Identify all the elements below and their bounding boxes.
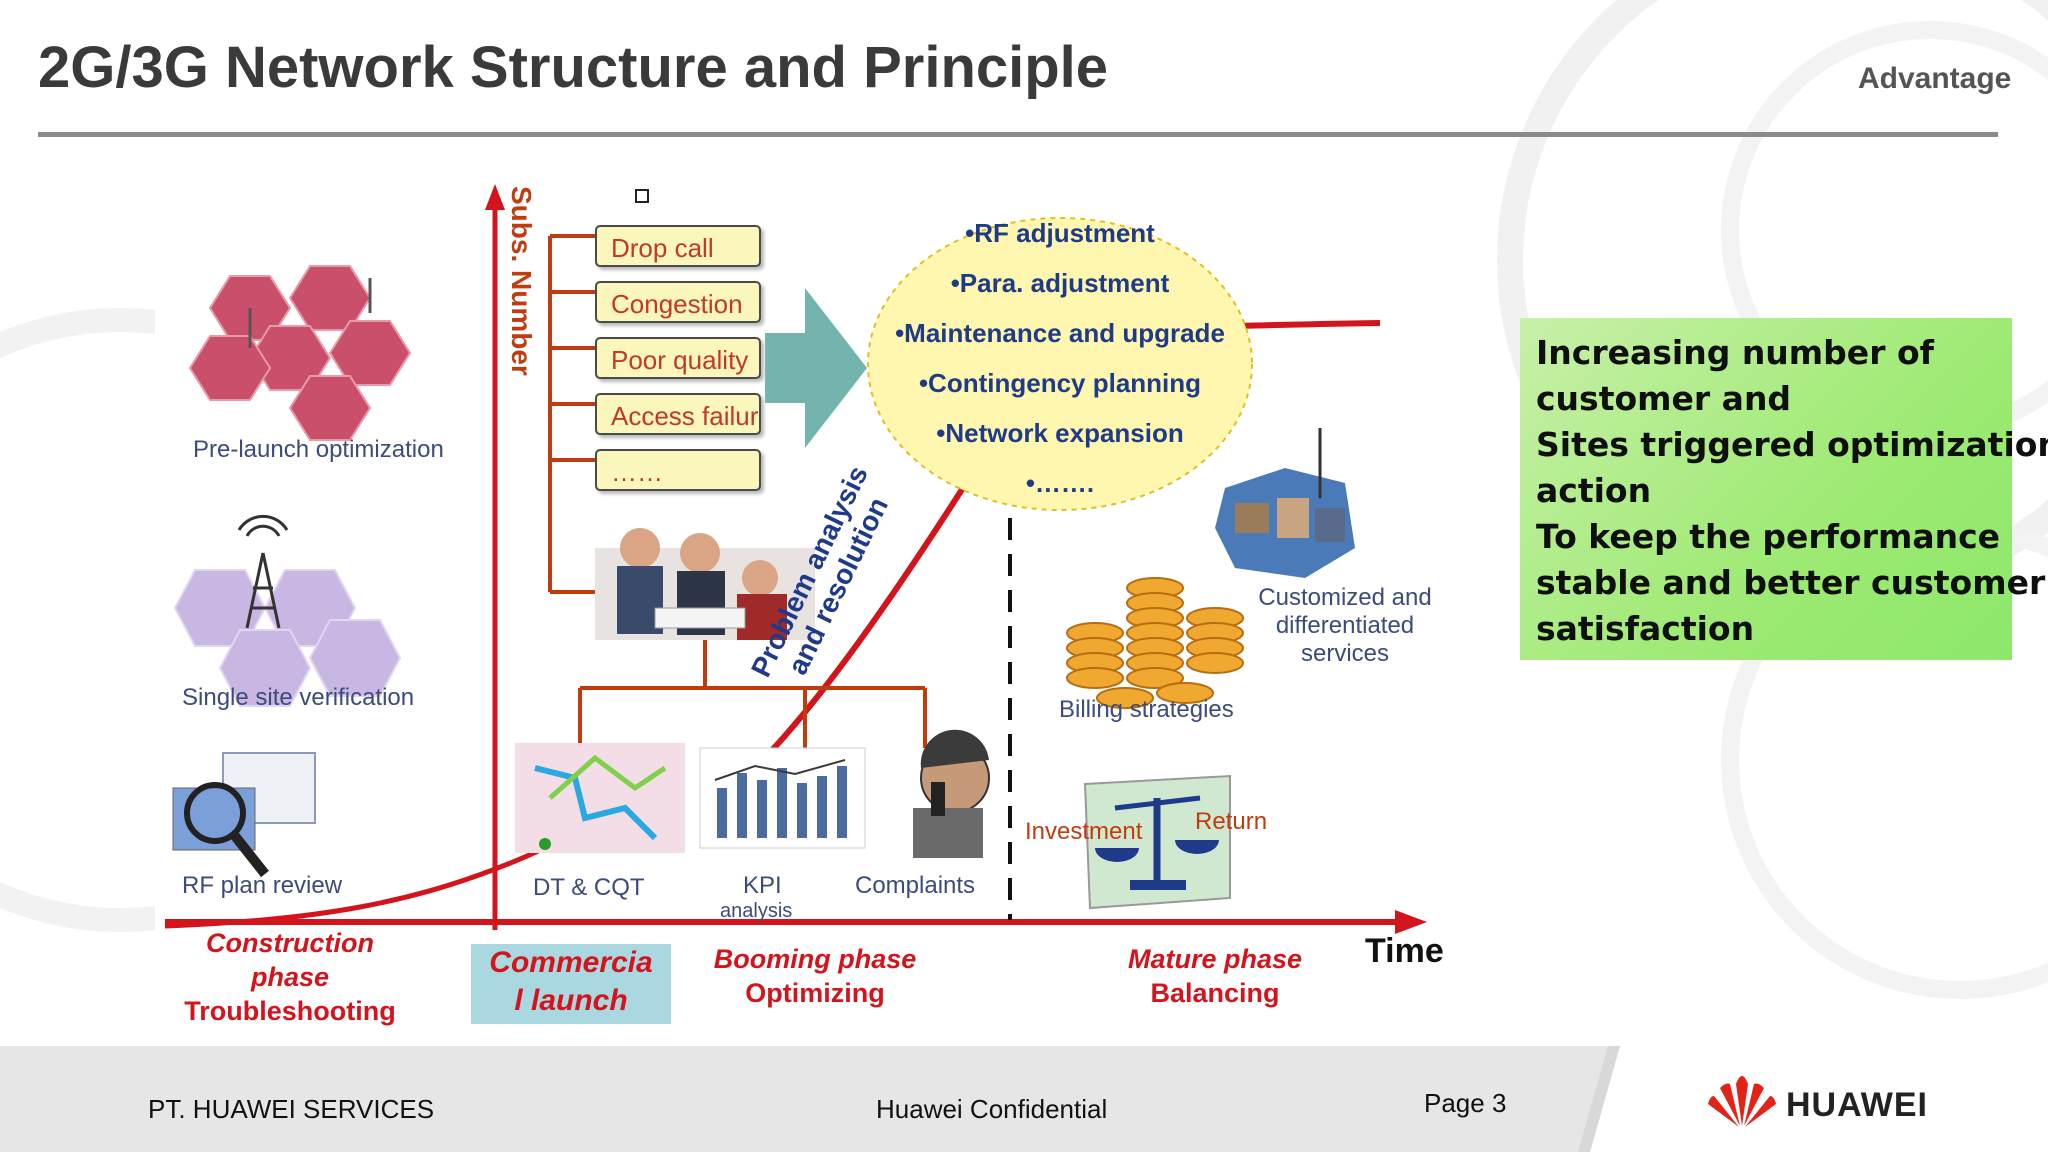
problem-box-more: …… — [595, 449, 761, 491]
problem-box-poor-quality: Poor quality — [595, 337, 761, 379]
solution-item: •……. — [1025, 468, 1095, 498]
advantage-line: stable and better customer — [1536, 563, 2046, 602]
advantage-line: customer and — [1536, 379, 1792, 418]
checkbox-icon — [635, 189, 649, 203]
billing-label: Billing strategies — [1059, 696, 1234, 723]
coins-stack-icon — [1066, 577, 1244, 709]
booming-phase-label: Booming phase Optimizing — [695, 942, 935, 1010]
footer-company: PT. HUAWEI SERVICES — [148, 1094, 435, 1124]
complaints-label: Complaints — [855, 872, 976, 899]
solutions-list: •RF adjustment •Para. adjustment •Mainte… — [868, 218, 1252, 508]
problem-bracket — [548, 234, 600, 594]
footer-bar: PT. HUAWEI SERVICES Huawei Confidential … — [0, 1046, 2048, 1152]
radio-tower-icon — [237, 514, 289, 629]
single-site-label: Single site verification — [182, 684, 415, 711]
solutions-oval — [867, 217, 1253, 511]
advantage-box: Increasing number of customer and Sites … — [1520, 318, 2048, 660]
optimization-diagram: Subs. Number Drop call Congestion Poor q… — [155, 168, 1495, 1028]
phone-person-icon — [913, 729, 990, 858]
section-label: Advantage — [1858, 62, 2012, 95]
phase-line: Construction — [206, 928, 374, 958]
problem-box-access-failure: Access failure — [595, 393, 761, 435]
huawei-brand-text: HUAWEI — [1786, 1086, 1928, 1124]
problem-box-congestion: Congestion — [595, 281, 761, 323]
customized-label-1: Customized and — [1258, 584, 1432, 611]
solution-item: •RF adjustment — [965, 218, 1155, 248]
diagram-graphics — [164, 184, 1427, 1024]
magnifier-icon — [184, 782, 246, 844]
advantage-line: action — [1536, 471, 1652, 510]
solution-item: •Network expansion — [936, 418, 1184, 448]
rf-plan-label: RF plan review — [182, 872, 343, 899]
kpi-label: KPI — [743, 872, 782, 899]
kpi-chart-icon — [699, 747, 866, 849]
huawei-logo-icon — [1708, 1076, 1776, 1127]
kpi-analysis-label: analysis — [720, 900, 793, 922]
footer-page-number: Page 3 — [1424, 1088, 1507, 1118]
phase-line: Mature phase — [1127, 944, 1303, 974]
y-axis-label: Subs. Number — [506, 186, 537, 376]
phase-line: Optimizing — [745, 978, 885, 1008]
return-label: Return — [1195, 808, 1268, 835]
balance-scale-icon — [1083, 774, 1231, 910]
footer-accent — [1578, 1046, 2048, 1152]
dt-cqt-label: DT & CQT — [533, 874, 645, 901]
single-site-hex-icon — [173, 569, 402, 707]
phase-line: phase — [250, 962, 330, 992]
title-divider — [38, 132, 1998, 137]
phase-line: Booming phase — [713, 944, 917, 974]
pre-launch-label: Pre-launch optimization — [193, 436, 444, 463]
advantage-line: Increasing number of — [1536, 333, 1934, 372]
services-collage-icon — [1215, 428, 1355, 578]
problem-box-drop-call: Drop call — [595, 225, 761, 267]
solution-item: •Maintenance and upgrade — [895, 318, 1225, 348]
advantage-line: satisfaction — [1536, 609, 1755, 648]
advantage-line: To keep the performance — [1536, 517, 2001, 556]
customized-label-3: services — [1300, 640, 1390, 667]
arrow-right-icon — [765, 288, 867, 448]
x-axis-label: Time — [1365, 932, 1444, 970]
phase-line: Troubleshooting — [184, 996, 396, 1026]
phase-line: Commercia — [489, 946, 653, 979]
construction-phase-label: Construction phase Troubleshooting — [165, 926, 415, 1028]
phase-line: Balancing — [1150, 978, 1280, 1008]
advantage-line: Sites triggered optimization — [1536, 425, 2048, 464]
drive-test-map-icon — [515, 743, 685, 853]
investment-label: Investment — [1025, 818, 1143, 845]
phase-line: l launch — [514, 984, 628, 1017]
commercial-launch-highlight — [471, 944, 671, 1024]
people-meeting-icon — [595, 528, 815, 640]
solution-item: •Para. adjustment — [950, 268, 1170, 298]
input-tree — [578, 640, 927, 748]
footer-confidential: Huawei Confidential — [876, 1094, 1108, 1124]
commercial-launch-label: Commercia l launch — [471, 944, 671, 1020]
hexagon-cluster-icon — [188, 265, 412, 441]
page-title: 2G/3G Network Structure and Principle — [38, 35, 1109, 100]
solution-item: •Contingency planning — [918, 368, 1202, 398]
mature-phase-label: Mature phase Balancing — [1095, 942, 1335, 1010]
customized-label-2: differentiated — [1275, 612, 1415, 639]
